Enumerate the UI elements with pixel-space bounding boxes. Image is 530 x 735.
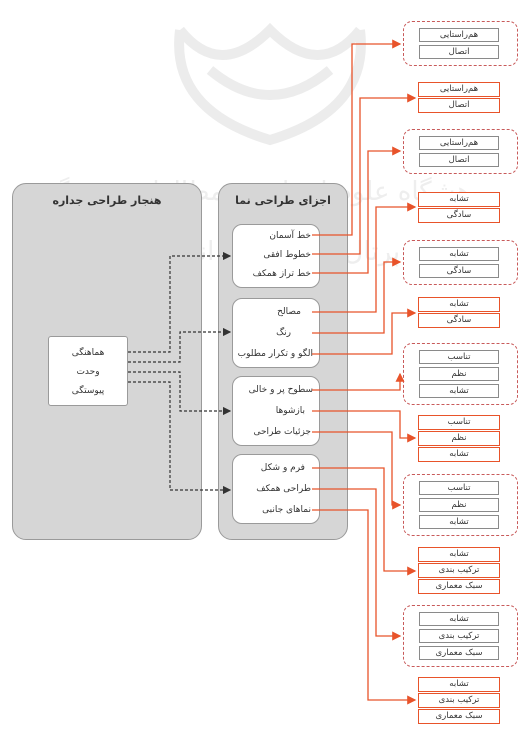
component-group-3: سطوح پر و خالی بازشوها جزئیات طراحی [232, 376, 320, 446]
principle-cell: سادگی [419, 264, 499, 278]
principle-cell: تشابه [418, 547, 500, 562]
principle-cell: اتصال [419, 153, 499, 167]
principle-cell: تشابه [418, 677, 500, 692]
component-item: خطوط افقی [263, 250, 311, 260]
design-norms-title: هنجار طراحی جداره [52, 194, 162, 207]
norm-item: پیوستگی [71, 386, 105, 396]
principle-cell: تشابه [419, 515, 499, 529]
principle-box: تشابه ترکیب بندی سبک معماری [403, 605, 518, 667]
component-item: طراحی همکف [256, 484, 311, 494]
principle-cell: اتصال [419, 45, 499, 59]
principle-box: تشابه سادگی [403, 240, 518, 285]
principle-cell: ترکیب بندی [419, 629, 499, 643]
component-group-1: خط آسمان خطوط افقی خط تراز همکف [232, 224, 320, 288]
principle-box: تناسب نظم تشابه [418, 415, 500, 464]
principle-cell: تشابه [418, 192, 500, 207]
principle-box: تشابه ترکیب بندی سبک معماری [418, 547, 500, 596]
component-group-4: فرم و شکل طراحی همکف نماهای جانبی [232, 454, 320, 524]
principle-cell: اتصال [418, 98, 500, 113]
facade-components-title: اجزای طراحی نما [235, 194, 331, 207]
principle-cell: تناسب [419, 350, 499, 364]
component-item: نماهای جانبی [262, 505, 311, 515]
principle-cell: نظم [419, 367, 499, 381]
principle-box: هم‌راستایی اتصال [418, 82, 500, 114]
norm-item: وحدت [76, 367, 100, 377]
principle-box: تشابه ترکیب بندی سبک معماری [418, 677, 500, 726]
principle-cell: هم‌راستایی [418, 82, 500, 97]
norms-list: هماهنگی وحدت پیوستگی [48, 336, 128, 406]
principle-box: تناسب نظم تشابه [403, 343, 518, 405]
principle-cell: سبک معماری [418, 579, 500, 594]
component-item: خط تراز همکف [252, 269, 311, 279]
principle-box: تشابه سادگی [418, 192, 500, 224]
principle-cell: تشابه [419, 247, 499, 261]
component-item: الگو و تکرار مطلوب [237, 349, 313, 359]
principle-cell: تشابه [419, 384, 499, 398]
component-group-2: مصالح رنگ الگو و تکرار مطلوب [232, 298, 320, 368]
principle-box: هم‌راستایی اتصال [403, 21, 518, 66]
principle-box: تشابه سادگی [418, 297, 500, 329]
principle-cell: ترکیب بندی [418, 693, 500, 708]
principle-cell: تشابه [419, 612, 499, 626]
component-item: فرم و شکل [260, 463, 305, 473]
principle-cell: تشابه [418, 297, 500, 312]
principle-cell: سبک معماری [419, 646, 499, 660]
principle-cell: تشابه [418, 447, 500, 462]
principle-cell: سادگی [418, 208, 500, 223]
component-item: رنگ [276, 328, 291, 338]
principle-cell: نظم [418, 431, 500, 446]
norm-item: هماهنگی [71, 348, 105, 358]
component-item: مصالح [277, 307, 301, 317]
principle-cell: سادگی [418, 313, 500, 328]
component-item: جزئیات طراحی [253, 427, 311, 437]
principle-cell: هم‌راستایی [419, 28, 499, 42]
principle-cell: سبک معماری [418, 709, 500, 724]
principle-cell: نظم [419, 498, 499, 512]
principle-box: هم‌راستایی اتصال [403, 129, 518, 174]
principle-cell: ترکیب بندی [418, 563, 500, 578]
component-item: خط آسمان [269, 231, 311, 241]
component-item: بازشوها [275, 406, 305, 416]
principle-cell: تناسب [418, 415, 500, 430]
component-item: سطوح پر و خالی [248, 385, 313, 395]
principle-cell: هم‌راستایی [419, 136, 499, 150]
principle-box: تناسب نظم تشابه [403, 474, 518, 536]
principle-cell: تناسب [419, 481, 499, 495]
